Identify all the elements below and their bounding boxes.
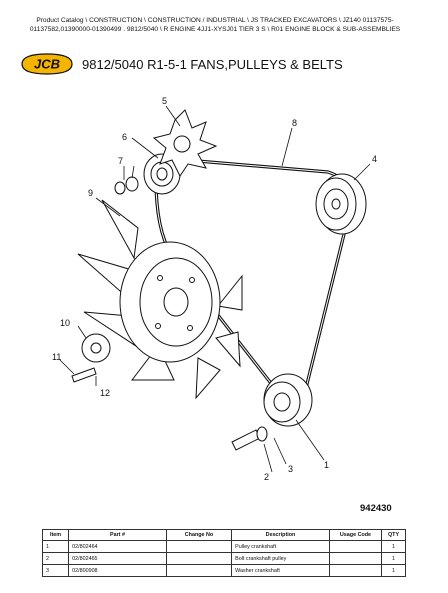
callout-2: 2 — [264, 472, 269, 482]
column-header-usage-code: Usage Code — [328, 529, 383, 541]
column-header-change-no: Change No — [165, 529, 233, 541]
diagram-drawing: 5 6 7 8 4 9 10 11 12 1 3 2 — [52, 96, 377, 482]
callout-6: 6 — [122, 132, 127, 142]
table-row[interactable]: 3 02/800908 Washer crankshaft 1 — [41, 564, 406, 577]
column-header-part-number: Part # — [68, 529, 167, 541]
callout-4: 4 — [372, 154, 377, 164]
spacer-washers-drawing — [114, 176, 139, 195]
part-number-cell[interactable]: 02/800908 — [68, 564, 167, 577]
usage-code-cell — [328, 540, 383, 553]
callout-10: 10 — [60, 318, 70, 328]
breadcrumb-line-1[interactable]: Product Catalog \ CONSTRUCTION \ CONSTRU… — [36, 17, 394, 24]
fan-bracket-drawing — [81, 333, 111, 363]
callout-7: 7 — [118, 156, 123, 166]
callout-11: 11 — [52, 352, 61, 362]
bracket-bolt-drawing — [71, 367, 97, 383]
usage-code-cell — [328, 564, 383, 577]
qty-cell: 1 — [381, 564, 406, 577]
title-row: JCB 9812/5040 R1-5-1 FANS,PULLEYS & BELT… — [20, 52, 420, 78]
jcb-logo: JCB — [21, 53, 73, 75]
fan-blades-small-drawing — [152, 109, 218, 177]
alternator-pulley-drawing — [315, 173, 367, 235]
table-row[interactable]: 2 02/802465 Bolt crankshaft pulley 1 — [41, 552, 406, 565]
crankshaft-pulley-drawing — [263, 373, 313, 427]
breadcrumb: Product Catalog \ CONSTRUCTION \ CONSTRU… — [20, 17, 410, 34]
callout-8: 8 — [292, 118, 297, 128]
change-no-cell — [165, 564, 233, 577]
callout-5: 5 — [162, 96, 167, 106]
figure-number: 942430 — [360, 503, 392, 514]
logo-text: JCB — [34, 57, 60, 72]
crankshaft-bolt-drawing — [231, 426, 268, 451]
callout-12: 12 — [100, 388, 110, 398]
part-number-cell[interactable]: 02/802465 — [68, 552, 167, 565]
breadcrumb-line-2[interactable]: 01137582,01390000-01390499 . 9812/5040 \… — [29, 25, 401, 33]
part-number-cell[interactable]: 02/802464 — [68, 540, 167, 553]
callout-3: 3 — [288, 464, 293, 474]
column-header-qty: QTY — [381, 529, 406, 541]
item-cell: 2 — [41, 552, 70, 565]
callout-1: 1 — [324, 460, 329, 470]
item-cell: 1 — [41, 540, 70, 553]
callout-9: 9 — [88, 188, 93, 198]
change-no-cell — [165, 552, 233, 565]
description-cell: Washer crankshaft — [231, 564, 330, 577]
column-header-description: Description — [231, 529, 330, 541]
description-cell: Bolt crankshaft pulley — [231, 552, 330, 565]
table-header-row: Item Part # Change No Description Usage … — [41, 529, 406, 541]
qty-cell: 1 — [381, 540, 406, 553]
page-title: 9812/5040 R1-5-1 FANS,PULLEYS & BELTS — [82, 57, 343, 72]
usage-code-cell — [328, 552, 383, 565]
description-cell: Pulley crankshaft — [231, 540, 330, 553]
table-row[interactable]: 1 02/802464 Pulley crankshaft 1 — [41, 540, 406, 553]
large-fan-drawing — [77, 199, 243, 400]
column-header-item: Item — [41, 529, 70, 541]
item-cell: 3 — [41, 564, 70, 577]
exploded-parts-diagram: 5 6 7 8 4 9 10 11 12 1 3 2 — [20, 80, 420, 500]
qty-cell: 1 — [381, 552, 406, 565]
parts-table: Item Part # Change No Description Usage … — [41, 529, 406, 577]
change-no-cell — [165, 540, 233, 553]
